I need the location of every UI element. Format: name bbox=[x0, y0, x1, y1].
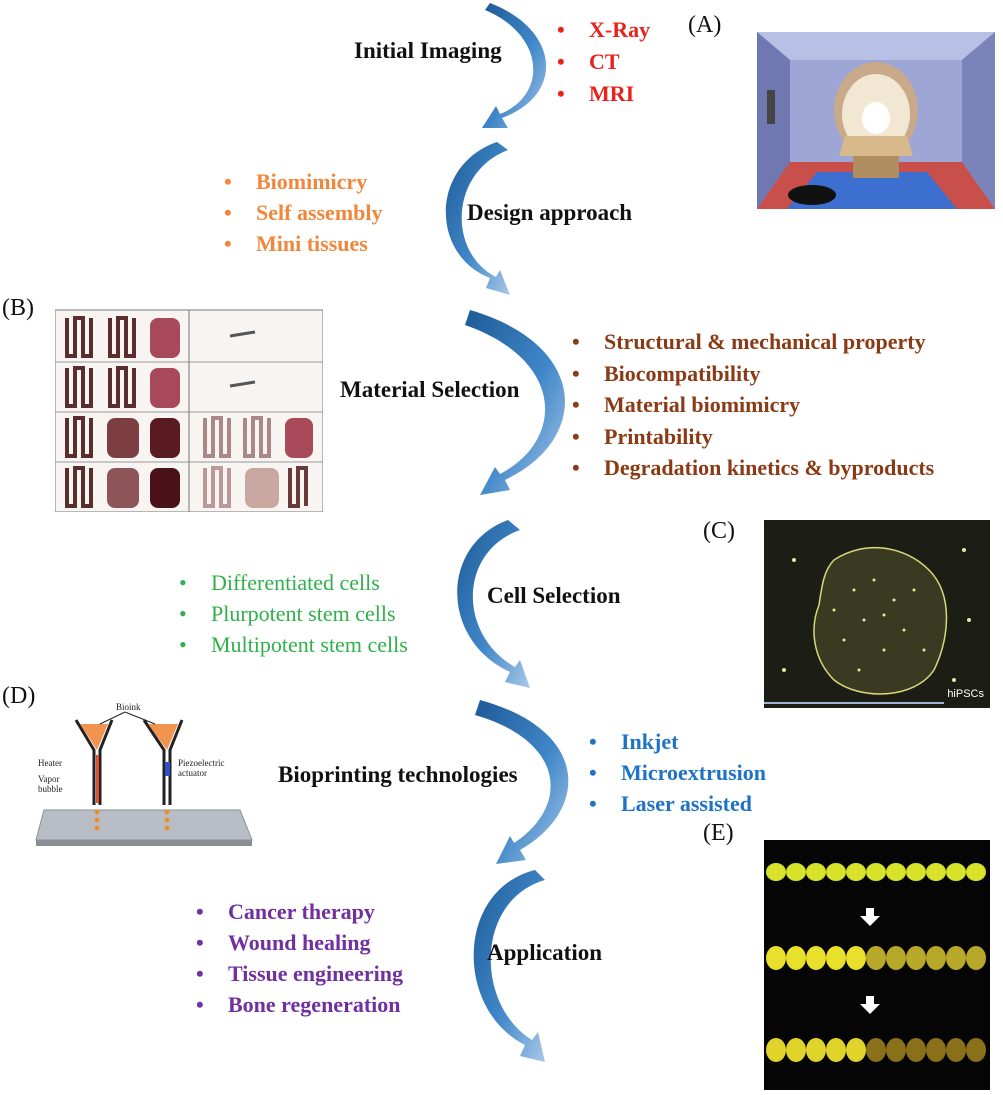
panel-label-e: (E) bbox=[703, 820, 734, 846]
panel-label-c: (C) bbox=[703, 518, 735, 544]
design-item: Self assembly bbox=[224, 197, 383, 228]
bioprinting-item: Microextrusion bbox=[589, 757, 766, 788]
label-actuator: actuator bbox=[178, 768, 207, 778]
down-arrow-icon bbox=[860, 908, 880, 926]
application-item: Cancer therapy bbox=[196, 896, 403, 927]
imaging-item: MRI bbox=[557, 78, 650, 110]
material-item: Printability bbox=[572, 421, 934, 453]
label-bubble: bubble bbox=[38, 784, 63, 794]
application-item: Wound healing bbox=[196, 927, 403, 958]
printed-strands-image bbox=[764, 840, 990, 1090]
material-item: Material biomimicry bbox=[572, 389, 934, 421]
flow-arrow-4 bbox=[457, 520, 530, 688]
imaging-item: X-Ray bbox=[557, 14, 650, 46]
panel-label-d: (D) bbox=[2, 683, 36, 709]
application-item: Tissue engineering bbox=[196, 958, 403, 989]
cell-item: Plurpotent stem cells bbox=[179, 598, 408, 629]
material-item: Structural & mechanical property bbox=[572, 326, 934, 358]
cell-item: Differentiated cells bbox=[179, 567, 408, 598]
application-item: Bone regeneration bbox=[196, 989, 403, 1020]
bioprinting-item: Laser assisted bbox=[589, 788, 766, 819]
material-print-grid-image bbox=[54, 296, 324, 513]
bioprinter-schematic: Bioink Heater Vapor bubble Piezoelectric… bbox=[20, 700, 260, 850]
flow-arrow-5 bbox=[475, 700, 569, 864]
flow-arrow-1 bbox=[482, 3, 547, 128]
step-application: Application bbox=[487, 940, 603, 965]
label-bioink: Bioink bbox=[116, 702, 141, 712]
panel-label-a: (A) bbox=[688, 12, 722, 38]
down-arrow-icon bbox=[860, 996, 880, 1014]
design-item: Biomimicry bbox=[224, 166, 383, 197]
label-piezoelectric: Piezoelectric bbox=[178, 758, 225, 768]
material-list: Structural & mechanical property Biocomp… bbox=[572, 326, 934, 484]
hipsc-colony-image: hiPSCs bbox=[764, 520, 990, 708]
design-list: Biomimicry Self assembly Mini tissues bbox=[224, 166, 383, 259]
step-design-approach: Design approach bbox=[467, 200, 633, 225]
step-material-selection: Material Selection bbox=[340, 377, 520, 402]
step-bioprinting-technologies: Bioprinting technologies bbox=[278, 762, 518, 787]
flow-arrow-2 bbox=[445, 142, 510, 295]
mri-room-image bbox=[757, 32, 995, 209]
material-item: Degradation kinetics & byproducts bbox=[572, 452, 934, 484]
label-heater: Heater bbox=[38, 758, 62, 768]
application-list: Cancer therapy Wound healing Tissue engi… bbox=[196, 896, 403, 1020]
panel-label-b: (B) bbox=[2, 295, 34, 321]
imaging-list: X-Ray CT MRI bbox=[557, 14, 650, 110]
cell-item: Multipotent stem cells bbox=[179, 629, 408, 660]
bioprinting-item: Inkjet bbox=[589, 726, 766, 757]
step-initial-imaging: Initial Imaging bbox=[354, 38, 502, 63]
imaging-item: CT bbox=[557, 46, 650, 78]
hipsc-caption: hiPSCs bbox=[947, 688, 984, 700]
flow-arrow-3 bbox=[465, 310, 565, 495]
label-vapor: Vapor bbox=[38, 774, 60, 784]
flow-arrow-6 bbox=[473, 870, 545, 1062]
cell-list: Differentiated cells Plurpotent stem cel… bbox=[179, 567, 408, 660]
design-item: Mini tissues bbox=[224, 228, 383, 259]
step-cell-selection: Cell Selection bbox=[487, 583, 621, 608]
material-item: Biocompatibility bbox=[572, 358, 934, 390]
bioprinting-list: Inkjet Microextrusion Laser assisted bbox=[589, 726, 766, 819]
